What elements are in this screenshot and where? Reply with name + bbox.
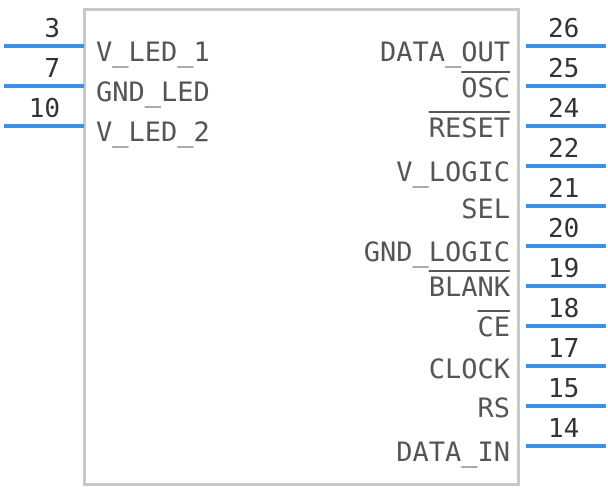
pin-number-10: 10 xyxy=(28,94,60,124)
signal-label-v-led-2: V_LED_2 xyxy=(96,117,210,148)
signal-label-blank: BLANK xyxy=(428,272,510,303)
pin-line-21 xyxy=(526,204,606,208)
pin-line-7 xyxy=(4,84,84,88)
signal-label-v-led-1: V_LED_1 xyxy=(96,37,210,68)
pin-number-26: 26 xyxy=(548,14,580,44)
signal-label-data-out: DATA_OUT xyxy=(379,37,510,68)
signal-label-osc: OSC xyxy=(461,73,510,104)
pin-line-24 xyxy=(526,124,606,128)
pin-line-20 xyxy=(526,244,606,248)
pin-number-14: 14 xyxy=(548,414,580,444)
pin-number-24: 24 xyxy=(548,94,580,124)
pin-number-22: 22 xyxy=(548,134,580,164)
pin-number-17: 17 xyxy=(548,334,580,364)
signal-label-v-logic: V_LOGIC xyxy=(396,157,510,188)
pin-number-7: 7 xyxy=(44,54,60,84)
signal-label-reset: RESET xyxy=(428,113,510,144)
pin-number-20: 20 xyxy=(548,214,580,244)
component-body xyxy=(83,8,520,486)
pin-line-3 xyxy=(4,44,84,48)
pin-number-25: 25 xyxy=(548,54,580,84)
pin-number-3: 3 xyxy=(44,14,60,44)
signal-label-rs: RS xyxy=(477,393,510,424)
pin-line-10 xyxy=(4,124,84,128)
pin-number-19: 19 xyxy=(548,254,580,284)
pin-line-14 xyxy=(526,444,606,448)
signal-label-gnd-led: GND_LED xyxy=(96,77,210,108)
pin-line-17 xyxy=(526,364,606,368)
pin-number-15: 15 xyxy=(548,374,580,404)
signal-label-clock: CLOCK xyxy=(428,354,510,385)
pin-line-15 xyxy=(526,404,606,408)
pin-line-22 xyxy=(526,164,606,168)
signal-label-sel: SEL xyxy=(461,194,510,225)
signal-label-ce: CE xyxy=(477,312,510,343)
pin-number-21: 21 xyxy=(548,174,580,204)
signal-label-data-in: DATA_IN xyxy=(396,437,510,468)
signal-label-gnd-logic: GND_LOGIC xyxy=(363,237,510,268)
pin-line-19 xyxy=(526,284,606,288)
pin-number-18: 18 xyxy=(548,294,580,324)
pin-line-25 xyxy=(526,84,606,88)
pin-line-18 xyxy=(526,324,606,328)
pin-line-26 xyxy=(526,44,606,48)
